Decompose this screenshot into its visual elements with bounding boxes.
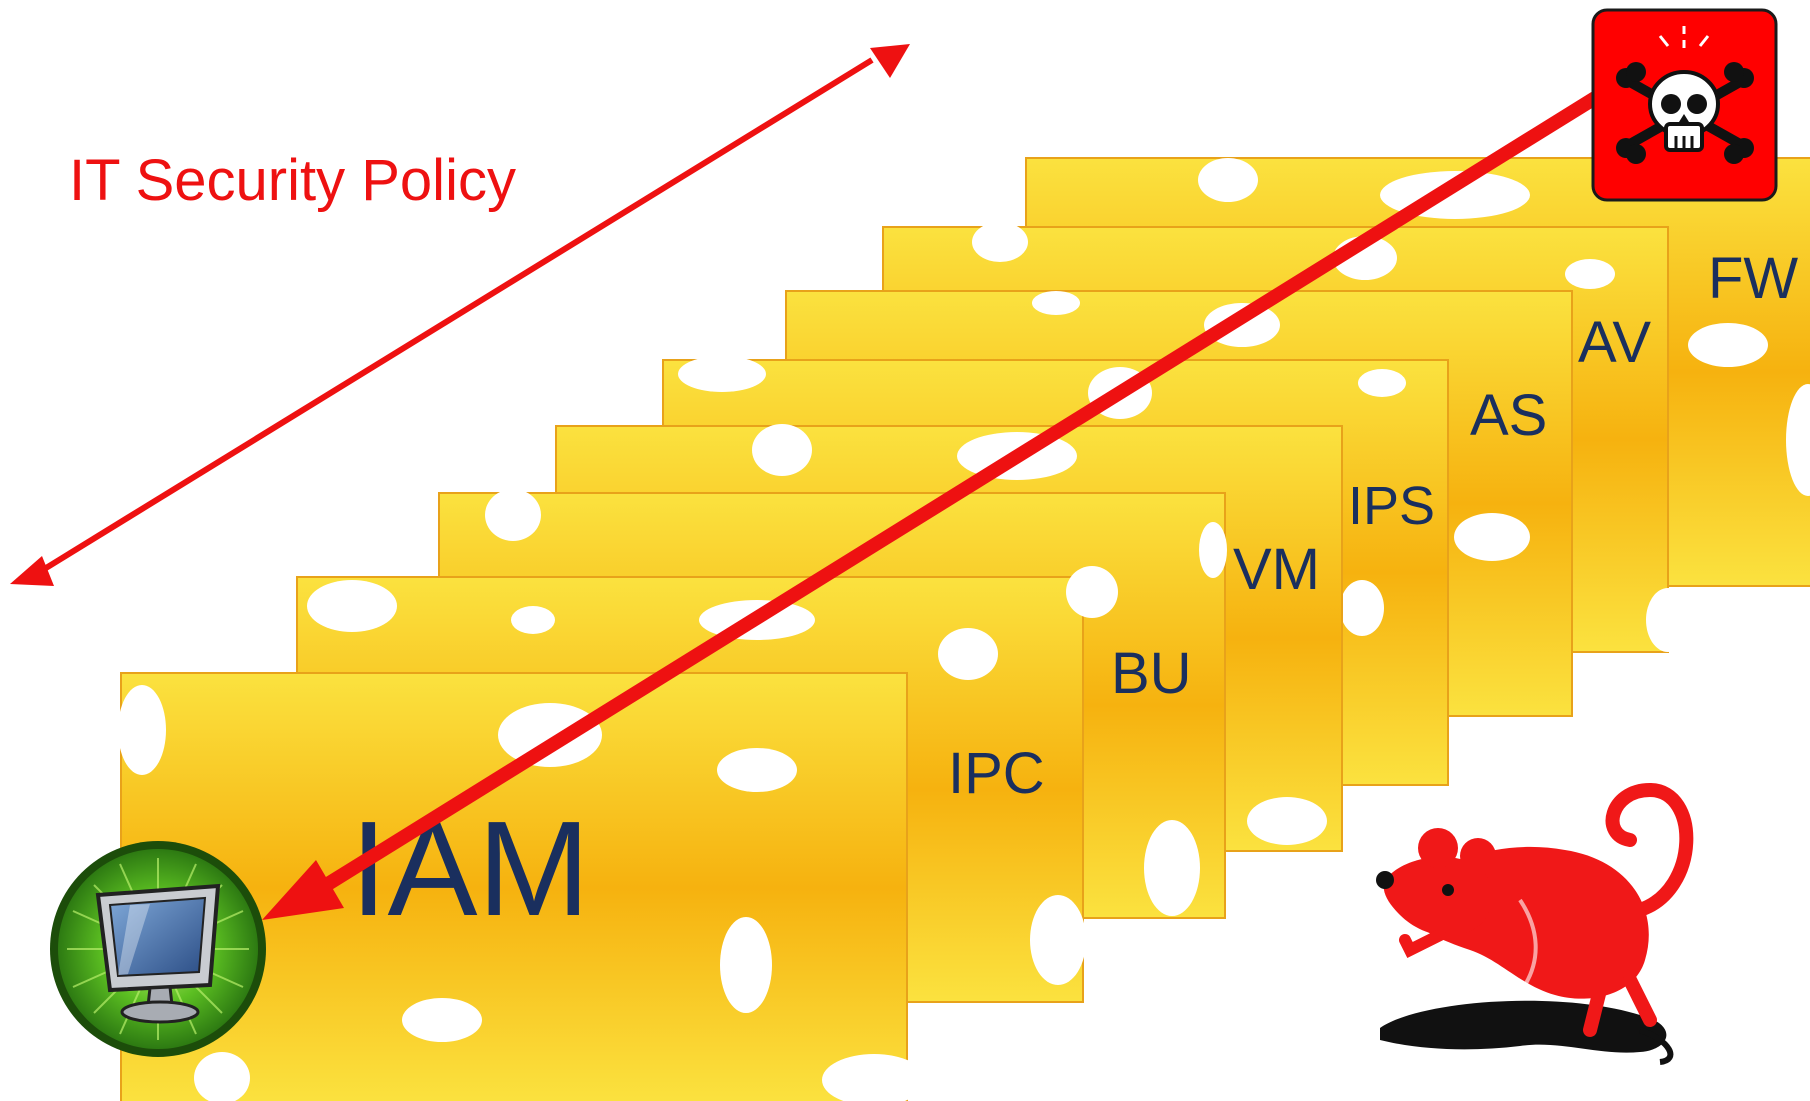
skull-crossbones-icon	[1591, 8, 1778, 202]
cheese-layer-iam: IAM	[118, 672, 926, 1101]
layer-label-vm: VM	[1233, 537, 1320, 602]
layer-label-av: AV	[1578, 310, 1651, 375]
layer-label-as: AS	[1470, 383, 1547, 448]
layer-label-fw: FW	[1708, 246, 1798, 311]
mouse-icon	[1376, 782, 1694, 1065]
layer-label-bu: BU	[1111, 641, 1192, 706]
policy-arrow	[10, 44, 910, 586]
layer-label-ips: IPS	[1348, 476, 1435, 536]
policy-label: IT Security Policy	[69, 148, 516, 213]
attack-arrow	[262, 92, 1599, 920]
layer-label-iam: IAM	[350, 793, 590, 944]
computer-monitor-icon	[50, 841, 266, 1057]
layer-label-ipc: IPC	[948, 741, 1045, 806]
